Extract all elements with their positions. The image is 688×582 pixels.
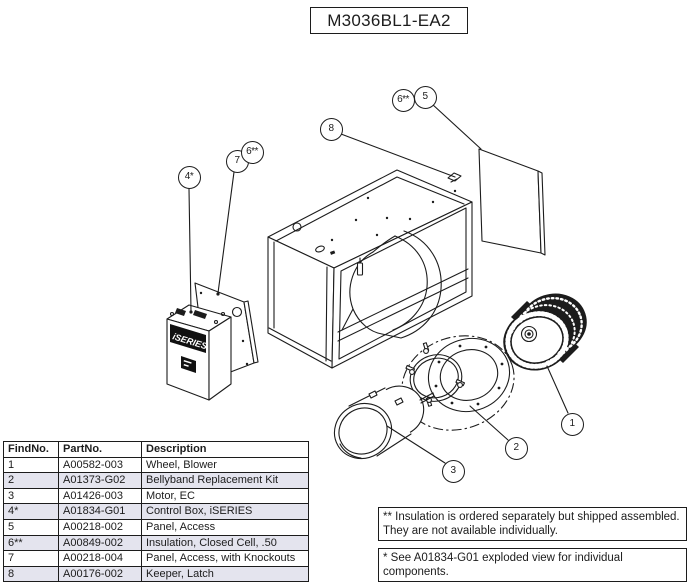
blower-scroll-drawing <box>337 230 469 342</box>
callout-label: 2 <box>513 442 519 453</box>
cell-description: Bellyband Replacement Kit <box>141 472 309 489</box>
callout-label: 7 <box>234 155 240 166</box>
cell-description: Insulation, Closed Cell, .50 <box>141 534 309 552</box>
parts-table: FindNo. PartNo. Description 1 A00582-003… <box>3 441 309 582</box>
cell-find-no: 7 <box>3 550 59 567</box>
note-control-box: * See A01834-G01 exploded view for indiv… <box>378 548 687 582</box>
cell-find-no: 2 <box>3 472 59 489</box>
keeper-latch-drawing <box>447 172 462 183</box>
callout-label: 6** <box>397 94 409 105</box>
table-row: 8 A00176-002 Keeper, Latch <box>3 565 309 582</box>
callout-3: 3 <box>441 459 465 483</box>
table-row: 4* A01834-G01 Control Box, iSERIES <box>3 503 309 520</box>
table-row: 5 A00218-002 Panel, Access <box>3 518 309 536</box>
drawing-title: M3036BL1-EA2 <box>310 7 468 34</box>
cabinet-drawing <box>267 169 473 369</box>
callout-label: 8 <box>328 123 334 134</box>
cell-part-no: A01373-G02 <box>58 472 142 489</box>
motor-drawing <box>333 385 435 460</box>
cell-description: Control Box, iSERIES <box>141 503 309 520</box>
drawing-title-text: M3036BL1-EA2 <box>327 10 451 30</box>
cell-find-no: 1 <box>3 456 59 474</box>
cell-part-no: A00218-002 <box>58 518 142 536</box>
table-row: 6** A00849-002 Insulation, Closed Cell, … <box>3 534 309 552</box>
cell-description: Panel, Access, with Knockouts <box>141 550 309 567</box>
callout-label: 3 <box>450 465 456 476</box>
header-find-no: FindNo. <box>3 441 59 458</box>
cell-part-no: A01426-003 <box>58 487 142 505</box>
table-row: 3 A01426-003 Motor, EC <box>3 487 309 505</box>
note-line: They are not available individually. <box>383 525 558 537</box>
cell-find-no: 8 <box>3 565 59 582</box>
callout-8: 8 <box>319 117 343 141</box>
cell-part-no: A00849-002 <box>58 534 142 552</box>
callout-label: 6** <box>246 146 258 157</box>
control-box-drawing: iSERIES <box>166 304 232 401</box>
table-row: 7 A00218-004 Panel, Access, with Knockou… <box>3 550 309 567</box>
cell-part-no: A00582-003 <box>58 456 142 474</box>
callout-6-left: 6** <box>240 140 264 164</box>
table-row: 2 A01373-G02 Bellyband Replacement Kit <box>3 472 309 489</box>
cell-description: Panel, Access <box>141 518 309 536</box>
cell-description: Wheel, Blower <box>141 456 309 474</box>
leader-lines <box>188 103 569 464</box>
callout-1: 1 <box>560 412 584 436</box>
callout-5: 5 <box>413 85 437 109</box>
access-panel-drawing <box>478 148 546 256</box>
table-row: 1 A00582-003 Wheel, Blower <box>3 456 309 474</box>
callout-label: 5 <box>422 91 428 102</box>
cell-part-no: A00218-004 <box>58 550 142 567</box>
cell-find-no: 3 <box>3 487 59 505</box>
header-part-no: PartNo. <box>58 441 142 458</box>
cell-find-no: 4* <box>3 503 59 520</box>
cell-part-no: A01834-G01 <box>58 503 142 520</box>
blower-wheel-drawing <box>503 293 587 371</box>
callout-6-top: 6** <box>391 88 415 112</box>
callout-label: 1 <box>569 418 575 429</box>
cell-find-no: 6** <box>3 534 59 552</box>
callout-4: 4* <box>177 165 201 189</box>
note-line: * See A01834-G01 exploded view for indiv… <box>383 552 623 578</box>
cell-description: Keeper, Latch <box>141 565 309 582</box>
parts-table-header-row: FindNo. PartNo. Description <box>3 441 309 458</box>
note-insulation: ** Insulation is ordered separately but … <box>378 507 687 541</box>
cell-part-no: A00176-002 <box>58 565 142 582</box>
callout-label: 4* <box>184 171 194 182</box>
header-description: Description <box>141 441 309 458</box>
cell-find-no: 5 <box>3 518 59 536</box>
note-line: ** Insulation is ordered separately but … <box>383 511 680 523</box>
callout-2: 2 <box>504 436 528 460</box>
cell-description: Motor, EC <box>141 487 309 505</box>
